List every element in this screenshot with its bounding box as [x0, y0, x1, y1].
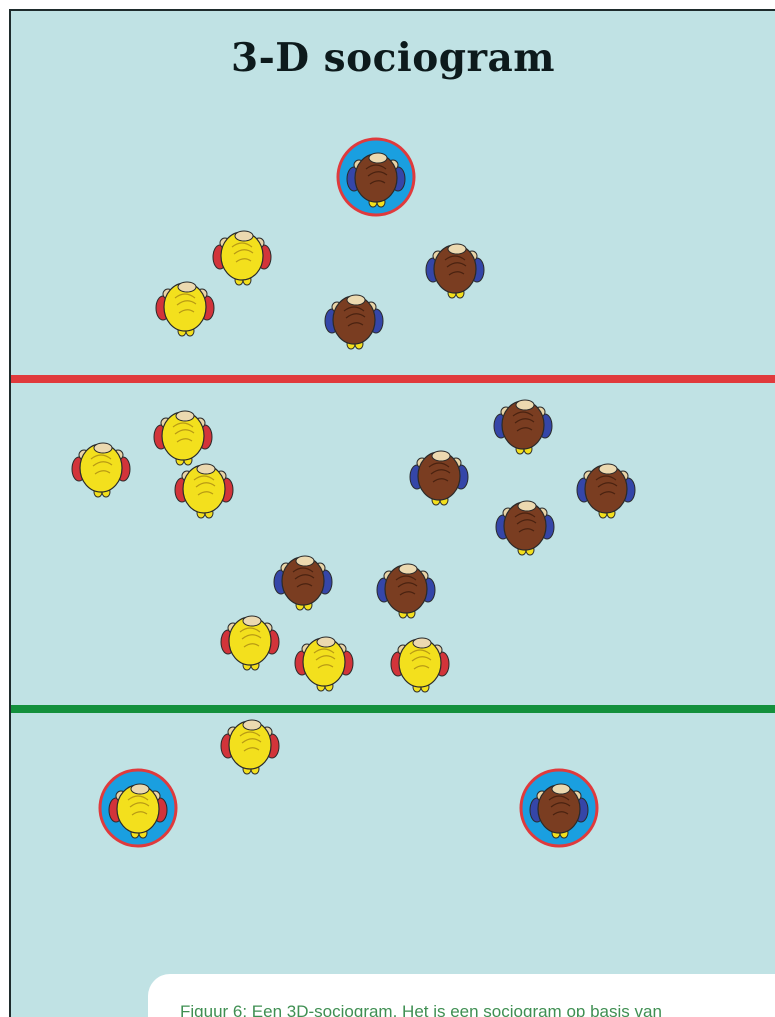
brown-figure: [325, 295, 383, 349]
yellow-figure: [213, 231, 271, 285]
yellow-figure: [391, 638, 449, 692]
brown-figure: [274, 556, 332, 610]
yellow-figure: [295, 637, 353, 691]
yellow-figure: [154, 411, 212, 465]
figure-caption: Figuur 6: Een 3D-sociogram. Het is een s…: [180, 1002, 662, 1017]
brown-figure: [496, 501, 554, 555]
people-layer: [11, 11, 775, 1017]
sociogram-canvas: 3-D sociogram Figuur 6: Een 3D-sociogram…: [9, 9, 775, 1017]
caption-box: Figuur 6: Een 3D-sociogram. Het is een s…: [148, 974, 775, 1017]
brown-figure: [494, 400, 552, 454]
brown-figure: [410, 451, 468, 505]
brown-figure: [377, 564, 435, 618]
yellow-figure: [72, 443, 130, 497]
yellow-figure: [175, 464, 233, 518]
brown-figure: [577, 464, 635, 518]
brown-figure: [426, 244, 484, 298]
yellow-figure: [221, 616, 279, 670]
yellow-figure: [221, 720, 279, 774]
yellow-figure: [156, 282, 214, 336]
